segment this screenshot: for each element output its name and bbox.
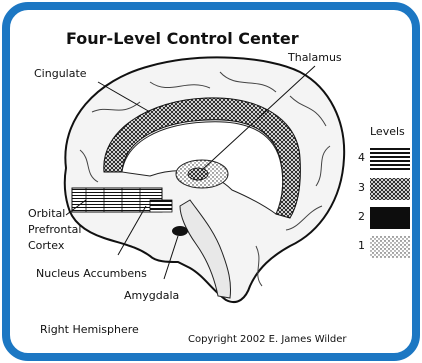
legend-number-level-2: 2 bbox=[358, 211, 365, 224]
legend-swatch-level-4 bbox=[370, 148, 410, 170]
label-cingulate: Cingulate bbox=[34, 68, 87, 81]
label-nucleus-accumbens: Nucleus Accumbens bbox=[36, 268, 147, 281]
legend-number-level-4: 4 bbox=[358, 152, 365, 165]
legend-number-level-3: 3 bbox=[358, 182, 365, 195]
nucleus-accumbens-region bbox=[150, 200, 172, 212]
label-prefrontal: Prefrontal bbox=[28, 224, 81, 237]
figure-title: Four-Level Control Center bbox=[66, 30, 299, 48]
label-right-hemisphere: Right Hemisphere bbox=[40, 324, 139, 337]
legend-swatch-level-3 bbox=[370, 178, 410, 200]
amygdala-region bbox=[172, 226, 188, 236]
label-thalamus: Thalamus bbox=[288, 52, 342, 65]
legend-swatch-level-1 bbox=[370, 236, 410, 258]
label-cortex: Cortex bbox=[28, 240, 64, 253]
label-orbital: Orbital bbox=[28, 208, 65, 221]
thalamus-core bbox=[188, 168, 208, 180]
legend-heading: Levels bbox=[370, 126, 405, 139]
copyright-text: Copyright 2002 E. James Wilder bbox=[188, 334, 347, 346]
label-amygdala: Amygdala bbox=[124, 290, 179, 303]
legend-swatch-level-2 bbox=[370, 207, 410, 229]
legend-number-level-1: 1 bbox=[358, 240, 365, 253]
